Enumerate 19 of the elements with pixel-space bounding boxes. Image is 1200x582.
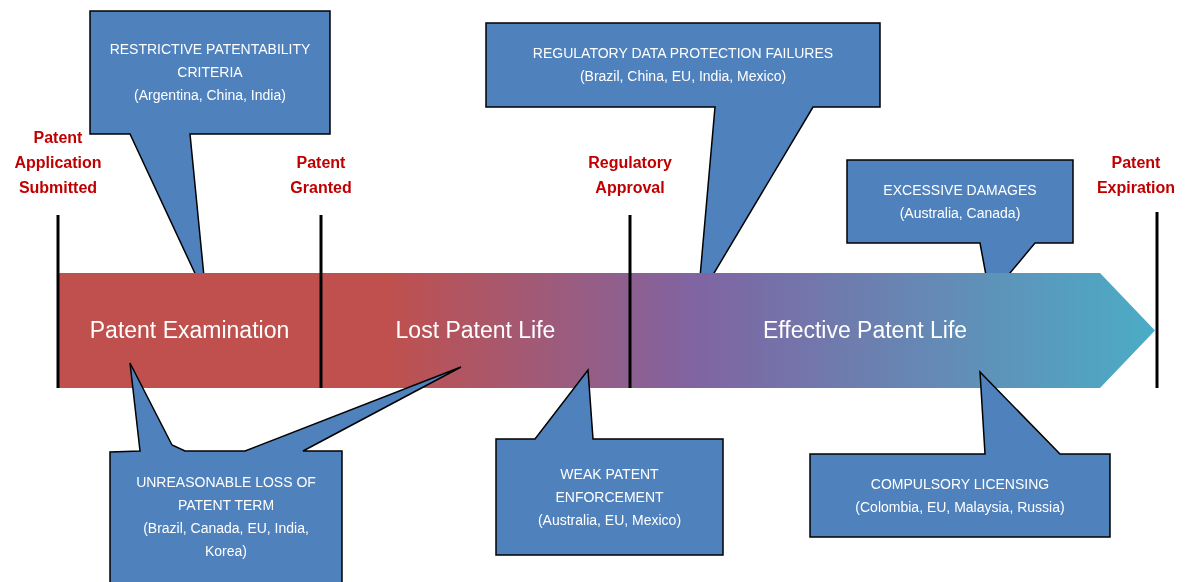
callout-heading: UNREASONABLE LOSS OF PATENT TERM [135,472,317,515]
milestone-label: Patent Granted [289,153,353,198]
phase-label: Patent Examination [58,273,321,388]
country-list: (Brazil, China, EU, India, Mexico) [579,65,787,88]
country-list: (Australia, Canada) [899,201,1021,225]
callout-heading: REGULATORY DATA PROTECTION FAILURES [532,44,834,63]
phase-label: Effective Patent Life [630,273,1100,388]
milestone-label: Regulatory Approval [587,153,673,198]
milestone-label: Patent Application Submitted [13,128,103,198]
country-list: (Australia, EU, Mexico) [537,508,682,532]
country-list: (Argentina, China, India) [134,84,286,107]
country-list: (Colombia, EU, Malaysia, Russia) [855,495,1065,519]
milestone-label: Patent Expiration [1095,153,1177,198]
callout-heading: WEAK PATENT ENFORCEMENT [554,464,665,507]
callout-heading: COMPULSORY LICENSING [870,474,1050,494]
phase-label: Lost Patent Life [321,273,630,388]
country-list: (Brazil, Canada, EU, India, Korea) [126,516,326,563]
callout-heading: RESTRICTIVE PATENTABILITY CRITERIA [108,40,312,82]
callout-heading: EXCESSIVE DAMAGES [883,180,1037,200]
